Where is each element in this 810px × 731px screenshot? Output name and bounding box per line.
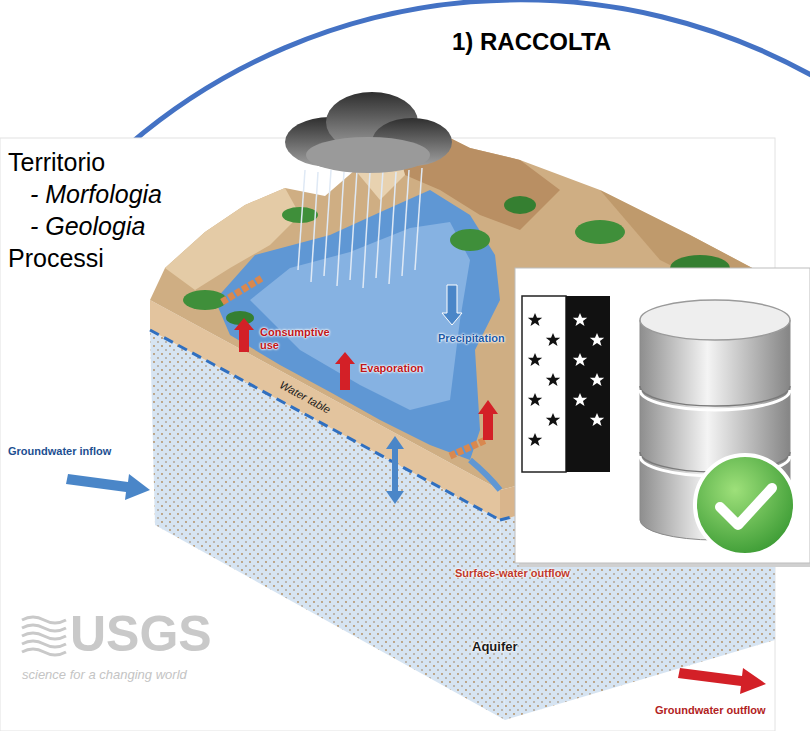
flag-icon	[528, 393, 542, 406]
topic-heading: Processi	[8, 244, 104, 273]
flag-icon	[528, 433, 542, 446]
rain	[389, 172, 396, 284]
vegetation	[575, 220, 625, 244]
rain	[415, 168, 422, 270]
database-icon	[640, 300, 790, 340]
topic-heading: Territorio	[8, 148, 105, 177]
rain	[402, 170, 409, 276]
usgs-logo-waves	[22, 617, 66, 623]
slide-title: 1) RACCOLTA	[452, 28, 611, 56]
flow-arrows	[386, 491, 404, 504]
circle-arc	[130, 0, 810, 144]
flag-icon	[590, 333, 604, 346]
check-badge	[720, 488, 772, 525]
rain	[324, 170, 331, 276]
flag-icon	[573, 313, 587, 326]
flag-icon	[522, 296, 610, 472]
process-label: Groundwater inflow	[8, 445, 111, 458]
vegetation	[282, 207, 318, 223]
rain	[350, 170, 357, 280]
lake	[215, 190, 500, 460]
check-badge	[695, 455, 795, 555]
layer-label: Water table	[277, 378, 332, 416]
process-label: Surface-water outflow	[455, 567, 570, 580]
logo-text: USGS	[70, 606, 212, 664]
flag-icon	[546, 413, 560, 426]
process-label: Groundwater outflow	[655, 704, 766, 717]
flag-icon	[566, 296, 610, 472]
usgs-logo-waves	[22, 641, 66, 647]
check-badge	[695, 455, 795, 555]
flow-arrows	[442, 285, 462, 325]
levees	[450, 440, 486, 456]
vegetation	[504, 196, 536, 214]
usgs-logo-waves	[22, 649, 66, 655]
usgs-logo-waves	[22, 625, 66, 631]
flow-arrows	[66, 474, 150, 500]
flag-icon	[590, 373, 604, 386]
cloud	[306, 137, 430, 173]
flag-icon	[528, 353, 542, 366]
flag-icon	[528, 313, 542, 326]
panel	[515, 268, 810, 567]
flag-icon	[546, 333, 560, 346]
flag-icon	[522, 296, 566, 472]
flag-icon	[573, 353, 587, 366]
topic-item: - Morfologia	[30, 180, 162, 209]
levees	[222, 278, 262, 302]
cloud	[285, 92, 452, 173]
rain	[311, 172, 318, 282]
usgs-logo-waves	[22, 617, 66, 655]
lake	[470, 460, 500, 490]
layer-label: Aquifer	[472, 640, 518, 655]
flag-icon	[573, 393, 587, 406]
logo-tagline: science for a changing world	[22, 668, 187, 683]
rain	[298, 170, 305, 270]
panel	[515, 268, 810, 563]
rain	[376, 170, 383, 278]
rain	[298, 168, 422, 288]
flow-arrows	[335, 352, 355, 390]
vegetation	[183, 290, 227, 310]
flag-icon	[590, 413, 604, 426]
flow-arrows	[478, 400, 498, 440]
flow-arrows	[234, 318, 254, 352]
flow-arrows	[392, 448, 398, 492]
process-label: Precipitation	[438, 332, 505, 345]
topic-item: - Geologia	[30, 212, 145, 241]
process-label: Evaporation	[360, 362, 424, 375]
flag-icon	[546, 373, 560, 386]
circle-arc	[130, 0, 810, 144]
levees	[222, 278, 486, 456]
vegetation	[450, 229, 490, 251]
rain	[337, 172, 344, 286]
database-icon	[640, 390, 790, 410]
flow-arrows	[386, 436, 404, 449]
process-label: Consumptive use	[260, 326, 336, 351]
flow-arrows	[678, 668, 766, 694]
rain	[363, 172, 370, 288]
usgs-logo-waves	[22, 633, 66, 639]
